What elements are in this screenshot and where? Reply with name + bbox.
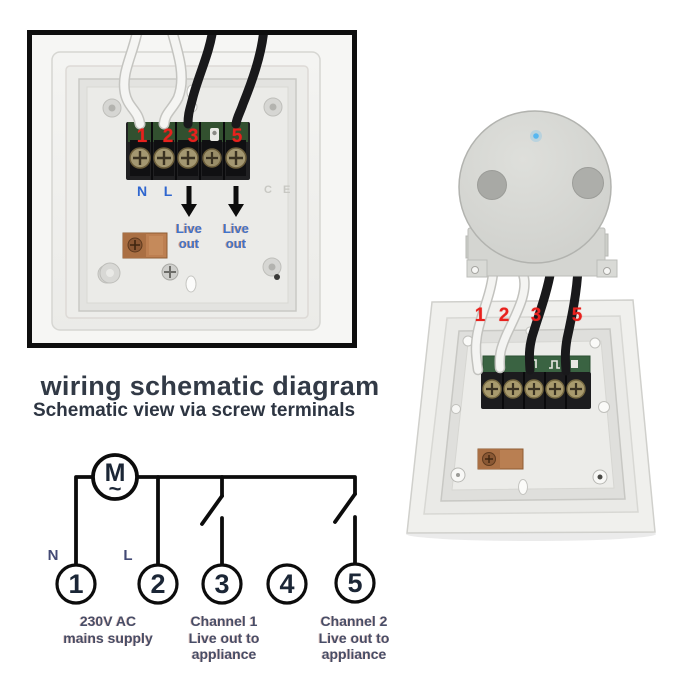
module-hole-left	[477, 170, 507, 200]
module-photo	[406, 110, 656, 541]
schematic-terminal-5: 5	[347, 568, 363, 598]
module-black-wire-2	[560, 263, 583, 376]
frame-screw-holes	[450, 326, 610, 495]
schematic-terminal-2: 2	[150, 569, 166, 599]
terminal-screws	[129, 147, 247, 169]
switch2-blade	[333, 492, 357, 524]
bottom-screw	[99, 262, 179, 284]
wall-plate	[32, 35, 352, 343]
module-wire-label-5: 5	[571, 305, 583, 326]
schematic-terminal-1: 1	[68, 569, 84, 599]
terminal-block	[126, 122, 250, 180]
terminal-circle-5	[334, 562, 376, 604]
switch1-blade	[200, 494, 224, 526]
backbox-terminal-label-3: 3	[187, 126, 199, 147]
module-black-wire-1	[524, 265, 556, 375]
motor-symbol-wave: ~	[108, 476, 122, 501]
schematic-terminal-3: 3	[214, 569, 230, 599]
schematic-live-label: L	[123, 547, 133, 564]
module-hole-right	[572, 167, 604, 199]
schematic-neutral-label: N	[47, 547, 59, 564]
schematic-drawing	[55, 453, 376, 605]
motor-symbol-circle	[91, 453, 139, 501]
module-white-wire-2	[494, 268, 530, 374]
backbox-photo	[27, 22, 357, 348]
terminal-circle-4	[266, 563, 308, 605]
backbox-neutral-label: N	[136, 183, 148, 199]
live-black-wire-2	[231, 23, 269, 129]
terminal-circle-3	[201, 563, 243, 605]
terminal-4-icon	[210, 128, 219, 141]
module-wire-label-1: 1	[474, 305, 486, 326]
terminal-circle-1	[55, 563, 97, 605]
mains-white-wire-1	[118, 22, 146, 130]
earth-terminal	[122, 232, 168, 259]
live-out-arrow-1	[181, 186, 197, 217]
caption-channel-1: Channel 1 Live out to appliance	[188, 613, 260, 662]
schematic-terminal-4: 4	[279, 569, 295, 599]
live-out-caption-2: Live out	[222, 221, 249, 251]
schematic-title: wiring schematic diagram	[40, 371, 380, 401]
caption-channel-2: Channel 2 Live out to appliance	[318, 613, 390, 662]
caption-mains-supply: 230V AC mains supply	[63, 613, 153, 646]
ce-mark: C E	[264, 184, 295, 196]
backbox-live-label: L	[163, 183, 173, 199]
frame-earth-terminal	[477, 448, 524, 470]
backbox-terminal-label-2: 2	[162, 126, 174, 147]
led-indicator	[533, 133, 539, 139]
mains-white-wire-2	[158, 22, 188, 130]
backbox-terminal-label-5: 5	[231, 126, 243, 147]
module-wire-label-2: 2	[498, 305, 510, 326]
round-module	[458, 110, 612, 264]
live-out-arrow-2	[228, 186, 244, 217]
live-out-caption-1: Live out	[175, 221, 202, 251]
wire-neutral	[74, 475, 95, 567]
terminal-circle-2	[137, 563, 179, 605]
wire-live-bus	[135, 475, 357, 496]
schematic-subtitle: Schematic view via screw terminals	[32, 400, 356, 421]
module-wire-label-3: 3	[530, 305, 542, 326]
backbox-terminal-label-1: 1	[136, 126, 148, 147]
motor-symbol-m: M	[104, 459, 126, 487]
frame-terminal-screws	[482, 379, 586, 399]
module-white-wire-1	[470, 268, 499, 376]
backbox-photo-drawing	[32, 22, 352, 343]
live-black-wire-1	[183, 23, 218, 129]
